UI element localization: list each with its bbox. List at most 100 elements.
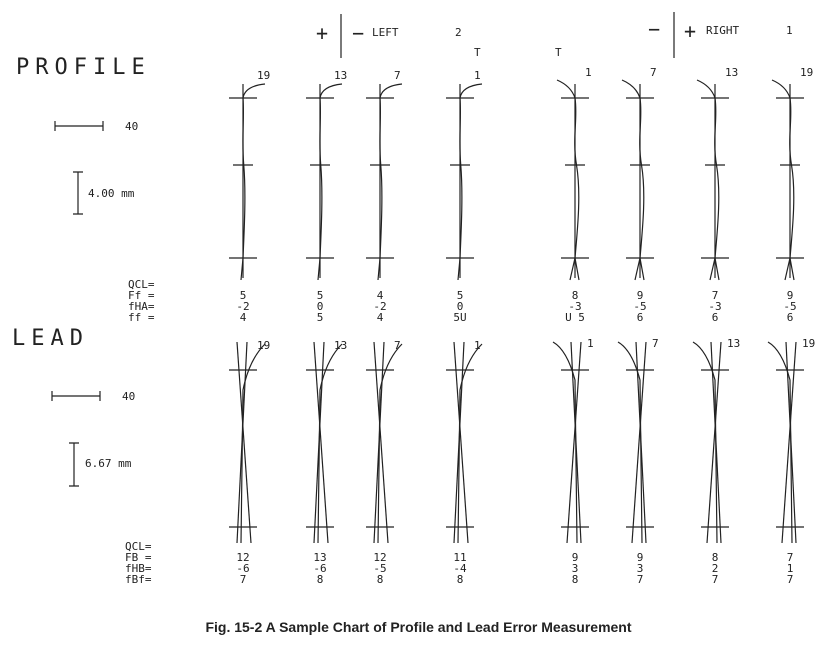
lead-scale-bar-v — [69, 442, 79, 487]
lead-value: 13 — [313, 551, 327, 564]
profile-value: -3 — [568, 300, 582, 313]
profile-tooth-label: 19 — [257, 69, 271, 82]
right-label: RIGHT — [706, 24, 740, 37]
profile-tooth-label: 7 — [394, 69, 401, 82]
profile-trace — [784, 257, 791, 281]
t-mark: T — [474, 46, 481, 59]
right-number: 1 — [786, 24, 793, 37]
profile-value: -2 — [236, 300, 250, 313]
profile-trace — [317, 83, 343, 281]
profile-scale-bar-v — [73, 171, 83, 215]
profile-value: -5 — [783, 300, 797, 313]
lead-value: 8 — [456, 573, 464, 586]
profile-value: -5 — [633, 300, 647, 313]
profile-trace — [457, 83, 483, 281]
lead-trace — [240, 343, 266, 544]
profile-row-label: Ff = — [128, 289, 155, 302]
lead-tooth-label: 7 — [652, 337, 659, 350]
profile-value: 5 — [456, 289, 464, 302]
profile-row-label: ff = — [128, 311, 155, 324]
profile-trace — [634, 257, 641, 281]
profile-value: 6 — [711, 311, 719, 324]
lead-value: 7 — [636, 573, 644, 586]
lead-value: -5 — [373, 562, 387, 575]
profile-tooth-label: 13 — [725, 66, 739, 79]
profile-tooth-label: 13 — [334, 69, 348, 82]
profile-tooth-label: 19 — [800, 66, 814, 79]
profile-value: -3 — [708, 300, 722, 313]
lead-trace — [552, 341, 578, 544]
profile-trace — [569, 257, 576, 281]
profile-value: 4 — [376, 311, 384, 324]
left-number: 2 — [455, 26, 462, 39]
profile-value: 8 — [571, 289, 579, 302]
lead-tooth-label: 13 — [334, 339, 348, 352]
profile-value: 5 — [316, 311, 324, 324]
lead-value: 1 — [786, 562, 794, 575]
lead-value: 7 — [786, 573, 794, 586]
lead-value: 12 — [373, 551, 387, 564]
profile-value: 7 — [711, 289, 719, 302]
profile-tooth-label: 1 — [474, 69, 481, 82]
lead-value: -6 — [236, 562, 250, 575]
profile-trace — [696, 79, 720, 281]
profile-title: PROFILE — [16, 55, 151, 80]
lead-trace — [692, 341, 718, 544]
lead-tooth-label: 19 — [802, 337, 816, 350]
lead-reference-line — [236, 341, 252, 544]
lead-value: 7 — [786, 551, 794, 564]
profile-value: 9 — [636, 289, 644, 302]
profile-trace — [377, 83, 403, 281]
lead-value: 9 — [571, 551, 579, 564]
profile-scale-bar-h — [54, 121, 104, 131]
profile-value: 6 — [636, 311, 644, 324]
left-label: LEFT — [372, 26, 399, 39]
lead-value: -4 — [453, 562, 467, 575]
profile-value: 0 — [316, 300, 324, 313]
lead-tooth-label: 19 — [257, 339, 271, 352]
lead-scale-bar-h — [51, 391, 101, 401]
profile-value: 5 — [239, 289, 247, 302]
lead-reference-line — [631, 341, 647, 544]
lead-tooth-label: 13 — [727, 337, 741, 350]
profile-scale-h: 40 — [125, 120, 139, 133]
lead-value: 3 — [636, 562, 644, 575]
lead-row-label: QCL= — [125, 540, 152, 553]
lead-trace — [317, 343, 343, 544]
profile-trace — [556, 79, 580, 281]
lead-reference-line — [313, 341, 329, 544]
lead-tooth-label: 1 — [474, 339, 481, 352]
lead-value: 3 — [571, 562, 579, 575]
lead-value: 9 — [636, 551, 644, 564]
lead-title: LEAD — [12, 326, 89, 351]
lead-scale-v: 6.67 mm — [85, 457, 132, 470]
profile-value: 4 — [239, 311, 247, 324]
lead-value: 8 — [711, 551, 719, 564]
lead-value: 12 — [236, 551, 250, 564]
profile-value: 9 — [786, 289, 794, 302]
lead-tooth-label: 7 — [394, 339, 401, 352]
figure-caption: Fig. 15-2 A Sample Chart of Profile and … — [205, 619, 632, 635]
profile-value: 4 — [376, 289, 384, 302]
profile-trace — [771, 79, 795, 281]
profile-value: 5 — [316, 289, 324, 302]
lead-reference-line — [781, 341, 797, 544]
lead-value: 7 — [239, 573, 247, 586]
profile-value: 0 — [456, 300, 464, 313]
profile-tooth-label: 7 — [650, 66, 657, 79]
profile-value: 6 — [786, 311, 794, 324]
lead-value: 7 — [711, 573, 719, 586]
left-minus-sign: − — [352, 21, 365, 45]
lead-tooth-label: 1 — [587, 337, 594, 350]
lead-reference-line — [566, 341, 582, 544]
lead-value: 8 — [376, 573, 384, 586]
right-plus-sign: + — [684, 19, 697, 43]
profile-trace — [621, 79, 645, 281]
lead-row-label: fBf= — [125, 573, 152, 586]
right-minus-sign: − — [648, 17, 661, 41]
profile-value: 5U — [453, 311, 467, 324]
lead-trace — [617, 341, 643, 544]
lead-trace — [457, 343, 483, 544]
